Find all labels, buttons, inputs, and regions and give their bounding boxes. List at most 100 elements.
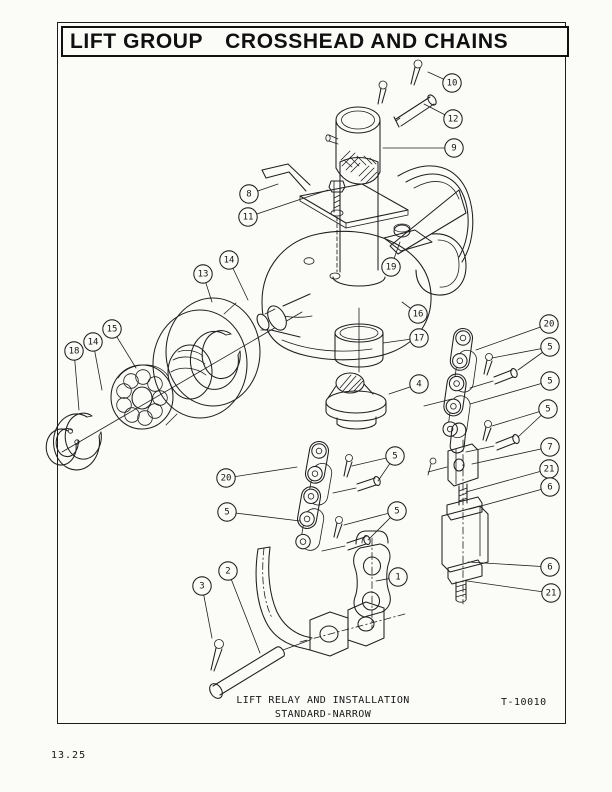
svg-text:16: 16	[413, 310, 424, 320]
svg-text:3: 3	[199, 582, 204, 592]
callout-6-upper: 6	[469, 477, 560, 510]
svg-text:20: 20	[544, 320, 555, 330]
svg-text:5: 5	[224, 508, 229, 518]
body-hub	[256, 293, 311, 338]
callout-20-right: 20	[475, 314, 559, 351]
tube-top-hatch	[343, 155, 377, 168]
callout-2: 2	[218, 561, 261, 654]
svg-text:21: 21	[544, 465, 555, 475]
callout-10: 10	[427, 71, 462, 93]
part-chain-pin-right-1	[469, 353, 518, 389]
part-bracket	[261, 163, 409, 229]
callout-19: 19	[381, 241, 401, 277]
callout-5-bottom-2: 5	[217, 502, 301, 522]
page-number: 13.25	[51, 750, 87, 761]
svg-text:18: 18	[69, 347, 80, 357]
part-retaining-ring	[45, 428, 80, 466]
callout-21-upper: 21	[465, 459, 559, 493]
part-bolt	[328, 180, 346, 280]
piston-hatch	[339, 374, 364, 393]
svg-text:15: 15	[107, 325, 118, 335]
svg-text:13: 13	[198, 270, 209, 280]
callout-20-bottom: 20	[216, 466, 298, 488]
callout-5-right-1: 5	[491, 337, 560, 371]
callout-4: 4	[388, 374, 429, 395]
svg-text:12: 12	[448, 115, 459, 125]
callout-11: 11	[238, 189, 329, 227]
callout-3: 3	[192, 576, 213, 639]
callout-7: 7	[471, 437, 560, 465]
svg-text:2: 2	[225, 567, 230, 577]
part-chain-bottom	[291, 439, 338, 553]
callout-6-lower: 6	[467, 557, 560, 577]
part-adjuster	[441, 439, 489, 605]
callout-13: 13	[193, 264, 213, 303]
part-cotter-pin-bottom	[210, 639, 224, 672]
svg-text:11: 11	[243, 213, 254, 223]
part-crosshead-body	[256, 155, 432, 361]
callout-1: 1	[375, 567, 408, 587]
svg-text:10: 10	[447, 79, 458, 89]
part-cotter-pin-left	[377, 80, 388, 105]
svg-text:5: 5	[394, 507, 399, 517]
svg-text:5: 5	[547, 377, 552, 387]
part-clevis	[427, 422, 479, 487]
callout-9: 9	[382, 138, 464, 158]
caption-line-2: STANDARD-NARROW	[274, 708, 372, 720]
part-snap-ring-right	[189, 330, 241, 390]
part-piston	[325, 372, 387, 430]
callout-14-right: 14	[219, 250, 249, 301]
title-right: CROSSHEAD AND CHAINS	[225, 29, 509, 53]
svg-text:21: 21	[546, 589, 557, 599]
callout-8: 8	[239, 183, 279, 204]
callout-14-left: 14	[83, 332, 103, 391]
part-cotter-pin-top	[410, 59, 423, 86]
part-sheave	[152, 297, 261, 426]
svg-text:7: 7	[547, 443, 552, 453]
part-snap-ring-left	[53, 412, 102, 471]
svg-text:5: 5	[392, 452, 397, 462]
svg-text:5: 5	[545, 405, 550, 415]
part-cylinder	[325, 106, 381, 185]
part-chain-pin-right-2	[465, 420, 520, 453]
callout-12: 12	[423, 103, 463, 129]
callout-16: 16	[401, 301, 428, 324]
svg-text:4: 4	[416, 380, 421, 390]
callout-5-right-3: 5	[491, 399, 558, 438]
callout-5-bottom-1: 5	[351, 446, 405, 482]
drawing-number: T-10010	[501, 697, 547, 708]
sheave-axis-line	[61, 311, 303, 453]
part-bearing	[110, 364, 174, 430]
svg-text:14: 14	[224, 256, 235, 266]
part-anchor-bracket	[255, 546, 406, 657]
caption-line-1: LIFT RELAY AND INSTALLATION	[236, 695, 410, 706]
part-chain-pin-bottom-2	[321, 516, 371, 552]
part-guard-bar	[389, 189, 467, 255]
part-plug	[383, 223, 433, 252]
part-clevis-pin	[393, 94, 437, 128]
part-long-pin	[209, 639, 311, 699]
svg-text:6: 6	[547, 483, 552, 493]
callout-5-bottom-3: 5	[343, 501, 407, 541]
title-left: LIFT GROUP	[70, 29, 204, 53]
svg-text:20: 20	[221, 474, 232, 484]
part-chain-right	[423, 326, 482, 440]
svg-text:19: 19	[386, 263, 397, 273]
svg-text:8: 8	[246, 190, 251, 200]
svg-text:1: 1	[395, 573, 400, 583]
part-cup	[334, 307, 384, 373]
hatch-left	[340, 150, 361, 173]
callout-5-right-2: 5	[469, 371, 560, 405]
part-chain-pin-bottom-1	[332, 454, 381, 494]
svg-text:17: 17	[414, 334, 425, 344]
svg-text:5: 5	[547, 343, 552, 353]
svg-text:6: 6	[547, 563, 552, 573]
hatch-right	[358, 165, 378, 184]
callout-18: 18	[64, 341, 84, 411]
part-drum-housing	[397, 165, 474, 296]
callout-15: 15	[102, 319, 137, 369]
drawing-frame	[57, 22, 566, 724]
callout-17: 17	[382, 328, 429, 348]
